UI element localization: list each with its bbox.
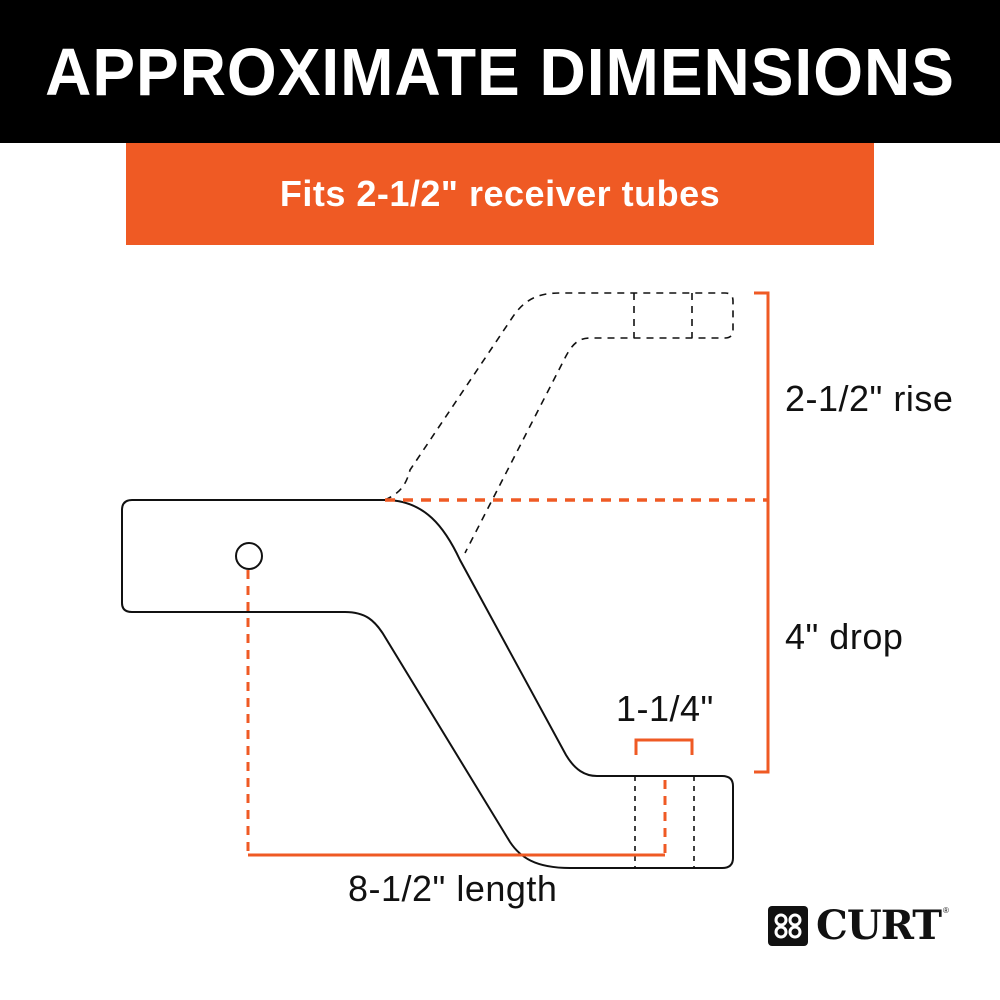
curt-logo: CURT ® (768, 906, 949, 946)
receiver-banner: Fits 2-1/2" receiver tubes (126, 143, 874, 245)
dimension-lines (246, 291, 770, 857)
page-title: APPROXIMATE DIMENSIONS (45, 33, 955, 110)
rise-position-outline (384, 292, 734, 554)
length-label: 8-1/2" length (348, 868, 558, 909)
brand-name: CURT (816, 902, 942, 949)
registered-mark: ® (943, 906, 949, 915)
curt-logo-mark-icon (768, 906, 808, 946)
header-bar: APPROXIMATE DIMENSIONS (0, 0, 1000, 143)
ball-mount-outline (121, 499, 734, 869)
rise-label: 2-1/2" rise (785, 378, 954, 419)
pin-hole (235, 542, 263, 570)
hole-size-label: 1-1/4" (616, 688, 714, 729)
banner-text: Fits 2-1/2" receiver tubes (279, 173, 721, 214)
drop-label: 4" drop (785, 616, 904, 657)
